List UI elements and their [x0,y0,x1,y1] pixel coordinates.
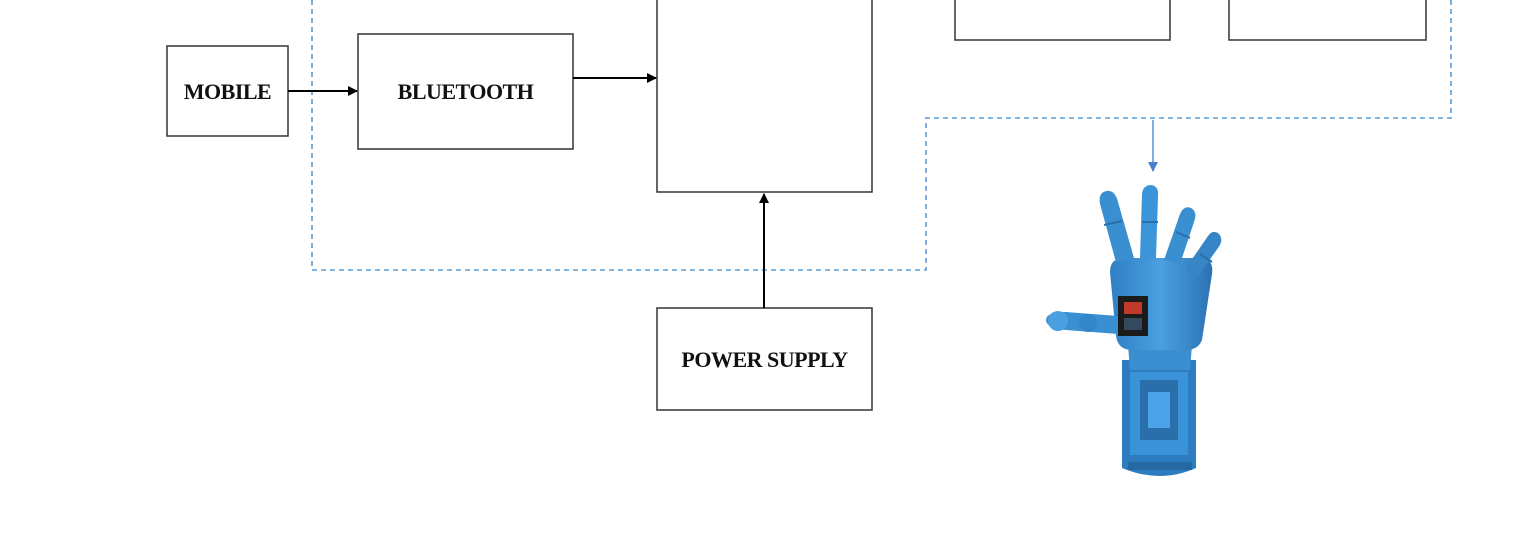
robotic-hand-image [1046,185,1222,476]
bluetooth-label: BLUETOOTH [398,79,534,104]
mobile-label: MOBILE [184,79,271,104]
dashed-boundary [311,0,1452,271]
controller-box [656,0,873,193]
power-supply-node: POWER SUPPLY [656,307,873,411]
mobile-node: MOBILE [166,45,289,137]
top-box-left [954,0,1171,41]
power-supply-label: POWER SUPPLY [681,347,848,372]
top-box-right [1228,0,1427,41]
bluetooth-node: BLUETOOTH [357,33,574,150]
